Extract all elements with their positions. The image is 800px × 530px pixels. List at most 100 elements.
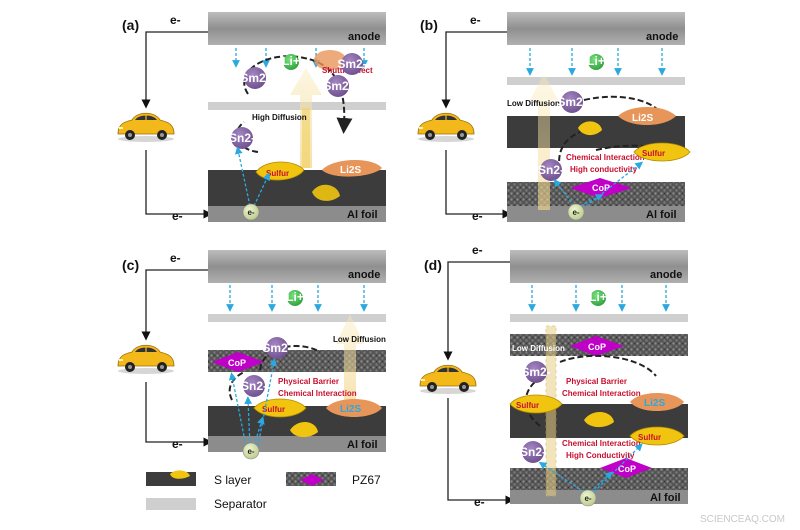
separator-layer (208, 102, 386, 110)
interaction-label: Chemical Interaction (562, 439, 641, 448)
legend-swatch-separator (146, 498, 196, 510)
svg-text:Sm2-: Sm2- (240, 71, 269, 85)
diffusion-label: Low Diffusion (512, 344, 565, 353)
electron-path-arrows (553, 161, 644, 207)
pz67-layer (208, 350, 386, 372)
al-foil-layer (507, 206, 685, 222)
svg-text:Sn2-: Sn2- (241, 379, 267, 393)
legend-label-pz67: PZ67 (352, 473, 381, 487)
polysulfide-sm: Sm2- (240, 67, 270, 89)
li2s-deposit-anode (314, 50, 346, 70)
legend-label-separator: Separator (214, 497, 267, 511)
al-foil-label: Al foil (347, 439, 378, 451)
shuttle-loop (228, 371, 245, 401)
diffusion-arrow (336, 314, 364, 400)
external-circuit-wire (141, 31, 208, 109)
li2s-label: Li2S (340, 404, 361, 415)
li-ion: Li+ (286, 290, 304, 306)
li2s-particle (322, 159, 382, 177)
external-circuit-wire (445, 150, 512, 219)
li-ion-flux-arrows (226, 285, 368, 312)
anode-layer (208, 250, 386, 283)
electron-bubble: e- (242, 203, 260, 221)
electron-label-top: e- (472, 243, 483, 257)
anode-label: anode (348, 269, 380, 281)
sulfur-particle (253, 398, 307, 418)
li2s-particle (618, 107, 676, 125)
interaction-label: Physical Barrier (278, 377, 339, 386)
shuttle-loop (595, 144, 681, 153)
interaction-label: High conductivity (570, 165, 638, 174)
interaction-label: Chemical Interaction (278, 389, 357, 398)
panel-a: (a) e- e- anode Al foil Li+ Shuttl (117, 12, 386, 223)
li2s-particle (326, 399, 382, 417)
sulfur-label: Sulfur (516, 401, 539, 410)
external-circuit-wire (145, 150, 213, 219)
electron-label-bottom: e- (474, 495, 485, 509)
al-foil-label: Al foil (347, 209, 378, 221)
svg-text:Sn2-: Sn2- (538, 163, 564, 177)
cop-particle (570, 336, 624, 356)
diffusion-arrow (530, 74, 558, 210)
legend: S layer PZ67 Separator (146, 470, 381, 511)
diffusion-label: Low Diffusion (507, 99, 560, 108)
li2s-label: Li2S (644, 398, 665, 409)
polysulfide-sm: Sm2- (262, 337, 292, 359)
svg-text:Sn2-: Sn2- (520, 445, 546, 459)
polysulfide-sn: Sn2- (229, 127, 255, 149)
interaction-label: Chemical Interaction (562, 389, 641, 398)
electron-bubble: e- (579, 489, 597, 507)
li-ion: Li+ (589, 290, 607, 306)
svg-text:Sm2-: Sm2- (521, 365, 550, 379)
panel-label: (a) (122, 17, 139, 33)
polysulfide-sn: Sn2- (241, 375, 267, 397)
panel-b: (b) e- e- anode Al foil Li+ Low Diffusio… (417, 12, 691, 223)
anode-layer (510, 250, 688, 283)
svg-text:Sm2-: Sm2- (337, 57, 366, 71)
electron-path-arrows (538, 443, 643, 493)
sulfur-particle (633, 142, 691, 162)
cop-label: CoP (592, 183, 610, 193)
legend-sulfur-chip (170, 470, 190, 479)
al-foil-label: Al foil (650, 492, 681, 504)
polysulfide-sn: Sn2- (520, 441, 546, 463)
sulfur-chunk (290, 421, 318, 438)
sulfur-chunk (584, 411, 614, 428)
electron-label-top: e- (170, 13, 181, 27)
electron-label-top: e- (470, 13, 481, 27)
cop-label: CoP (618, 464, 636, 474)
svg-text:Li+: Li+ (589, 290, 607, 304)
sulfur-label: Sulfur (638, 433, 661, 442)
external-circuit-wire (443, 261, 510, 361)
sulfur-label: Sulfur (262, 405, 285, 414)
cop-particle (212, 352, 264, 372)
svg-text:Li+: Li+ (282, 54, 300, 68)
separator-layer (510, 314, 688, 322)
svg-text:e-: e- (572, 208, 579, 217)
svg-text:Sm2-: Sm2- (323, 79, 352, 93)
polysulfide-sm: Sm2- (323, 75, 353, 97)
legend-label-s-layer: S layer (214, 473, 251, 487)
sulfur-particle (629, 426, 685, 446)
electron-label-bottom: e- (472, 209, 483, 223)
panel-label: (d) (424, 257, 442, 273)
separator-layer (507, 77, 685, 85)
polysulfide-sn: Sn2- (538, 159, 564, 181)
li-ion-flux-arrows (528, 285, 670, 312)
car-icon (419, 364, 477, 395)
sulfur-label: Sulfur (642, 149, 665, 158)
polysulfide-sm: Sm2- (557, 91, 587, 113)
diffusion-core (302, 108, 310, 168)
svg-text:Li+: Li+ (286, 290, 304, 304)
panel-c: (c) e- e- anode Al foil Li+ Low Diffusio… (117, 250, 386, 460)
svg-text:e-: e- (247, 447, 254, 456)
polysulfide-sm: Sm2- (337, 53, 367, 75)
svg-text:Li+: Li+ (587, 54, 605, 68)
interaction-label: High Conductivity (566, 451, 635, 460)
sulfur-chunk (312, 184, 340, 201)
electron-path-arrows (228, 358, 278, 447)
electron-label-bottom: e- (172, 209, 183, 223)
electron-bubble: e- (567, 203, 585, 221)
electron-bubble: e- (242, 442, 260, 460)
